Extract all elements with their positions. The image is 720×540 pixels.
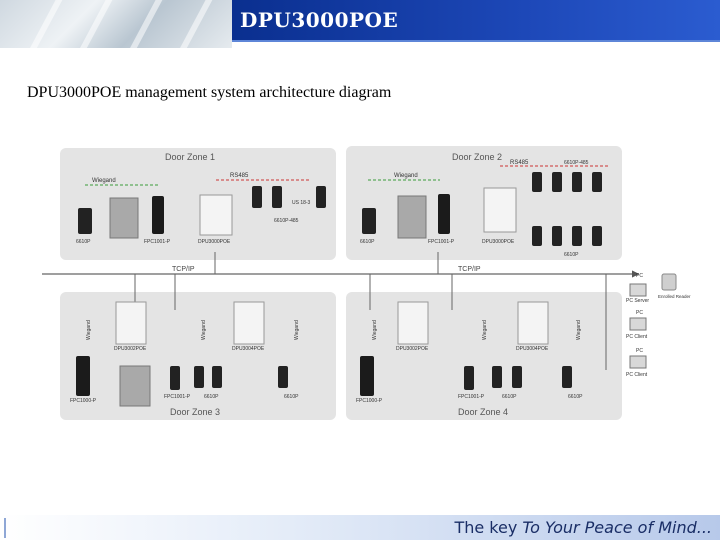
z3-fpc2 bbox=[170, 366, 180, 390]
z4-r2-label: 6610P bbox=[568, 394, 583, 400]
enrolled-reader bbox=[661, 273, 677, 291]
z3-panel-b bbox=[233, 301, 265, 345]
z4-fpc-label: FPC1000-P bbox=[356, 398, 383, 404]
z2-controller bbox=[438, 194, 450, 234]
z4-fpc bbox=[360, 356, 374, 396]
z2-bottom-label: 6610P bbox=[564, 252, 579, 258]
z3-panel-b-label: DPU3004POE bbox=[232, 346, 265, 352]
z4-r1a bbox=[492, 366, 502, 388]
z3-fpc2-label: FPC1001-P bbox=[164, 394, 191, 400]
z3-r1b bbox=[212, 366, 222, 388]
z3-fpc-label: FPC1000-P bbox=[70, 398, 97, 404]
zone-title-1: Door Zone 1 bbox=[165, 152, 215, 162]
zone-panel-3 bbox=[60, 292, 336, 420]
z2-top-3 bbox=[572, 172, 582, 192]
z1-mod-c bbox=[316, 186, 326, 208]
z3-fpc bbox=[76, 356, 90, 396]
pc-client2-label: PC Client bbox=[626, 372, 648, 378]
z2-reader bbox=[362, 208, 376, 234]
z2-bot-2 bbox=[552, 226, 562, 246]
z1-wiegand-label: Wiegand bbox=[92, 178, 116, 184]
z3-wiegand-c: Wiegand bbox=[294, 320, 300, 340]
z1-reader bbox=[78, 208, 92, 234]
z3-panel-a bbox=[115, 301, 147, 345]
enrolled-reader-label: Enrolled Reader bbox=[658, 294, 691, 299]
zone-title-3: Door Zone 3 bbox=[170, 407, 220, 417]
z3-r2-label: 6610P bbox=[284, 394, 299, 400]
z1-module-label: 6610P-485 bbox=[274, 218, 299, 224]
tcpip-label-left: TCP/IP bbox=[172, 266, 195, 273]
zone-panel-4 bbox=[346, 292, 622, 420]
z3-r1-label: 6610P bbox=[204, 394, 219, 400]
z2-bot-1 bbox=[532, 226, 542, 246]
tcpip-label-right: TCP/IP bbox=[458, 266, 481, 273]
z2-door bbox=[397, 195, 427, 239]
footer-slogan: The key To Your Peace of Mind... bbox=[454, 518, 712, 537]
z1-door bbox=[109, 197, 139, 239]
zone-title-2: Door Zone 2 bbox=[452, 152, 502, 162]
z2-rs485-label: RS485 bbox=[510, 160, 529, 166]
header-bar bbox=[232, 0, 720, 40]
z1-panel-label: DPU3000POE bbox=[198, 239, 231, 245]
pc-server-monitor bbox=[629, 283, 647, 297]
z4-wiegand-b: Wiegand bbox=[482, 320, 488, 340]
header-divider bbox=[232, 40, 720, 42]
z1-mod-a bbox=[252, 186, 262, 208]
z4-panel-b bbox=[517, 301, 549, 345]
z4-panel-a-label: DPU3002POE bbox=[396, 346, 429, 352]
z1-rs485-label: RS485 bbox=[230, 173, 249, 179]
z4-fpc2 bbox=[464, 366, 474, 390]
z1-controller-label: FPC1001-P bbox=[144, 239, 171, 245]
z2-panel bbox=[483, 187, 517, 233]
footer-slogan-italic: To Your Peace of Mind... bbox=[522, 518, 712, 537]
pc-label-mid: PC bbox=[636, 310, 643, 316]
z2-panel-label: DPU3000POE bbox=[482, 239, 515, 245]
z3-door bbox=[119, 365, 151, 407]
pc-label-bottom: PC bbox=[636, 348, 643, 354]
footer-bar bbox=[0, 515, 720, 540]
z4-panel-b-label: DPU3004POE bbox=[516, 346, 549, 352]
z2-top-1 bbox=[532, 172, 542, 192]
z3-wiegand-b: Wiegand bbox=[201, 320, 207, 340]
z1-rs-label: US 18-3 bbox=[292, 200, 311, 206]
z3-wiegand-a: Wiegand bbox=[86, 320, 92, 340]
pc-client1-monitor bbox=[629, 317, 647, 331]
diagram-caption: DPU3000POE management system architectur… bbox=[27, 84, 392, 101]
z2-reader-label: 6610P bbox=[360, 239, 375, 245]
z2-wiegand-label: Wiegand bbox=[394, 173, 418, 179]
z3-r1a bbox=[194, 366, 204, 388]
z1-reader-label: 6610P bbox=[76, 239, 91, 245]
architecture-diagram: Door Zone 1 Door Zone 2 Door Zone 3 Door… bbox=[42, 146, 691, 420]
page-title: DPU3000POE bbox=[240, 8, 399, 32]
z1-controller bbox=[152, 196, 164, 234]
pc-client2-monitor bbox=[629, 355, 647, 369]
z2-bot-4 bbox=[592, 226, 602, 246]
z4-panel-a bbox=[397, 301, 429, 345]
z4-wiegand-a: Wiegand bbox=[372, 320, 378, 340]
pc-server-label: PC Server bbox=[626, 298, 649, 304]
z2-bot-3 bbox=[572, 226, 582, 246]
z3-panel-a-label: DPU3002POE bbox=[114, 346, 147, 352]
z3-r2 bbox=[278, 366, 288, 388]
z2-top-4 bbox=[592, 172, 602, 192]
footer-left-mark bbox=[4, 518, 6, 538]
header-photo bbox=[0, 0, 232, 48]
zone-title-4: Door Zone 4 bbox=[458, 407, 508, 417]
z1-mod-b bbox=[272, 186, 282, 208]
pc-label-top: PC bbox=[636, 273, 643, 279]
footer-slogan-prefix: The key bbox=[454, 518, 523, 537]
z1-panel bbox=[199, 194, 233, 236]
z4-r2 bbox=[562, 366, 572, 388]
z2-top-2 bbox=[552, 172, 562, 192]
z2-top-label: 6610P-485 bbox=[564, 160, 589, 166]
pc-client1-label: PC Client bbox=[626, 334, 648, 340]
z4-fpc2-label: FPC1001-P bbox=[458, 394, 485, 400]
z4-r1-label: 6610P bbox=[502, 394, 517, 400]
z2-controller-label: FPC1001-P bbox=[428, 239, 455, 245]
z4-r1b bbox=[512, 366, 522, 388]
z4-wiegand-c: Wiegand bbox=[576, 320, 582, 340]
